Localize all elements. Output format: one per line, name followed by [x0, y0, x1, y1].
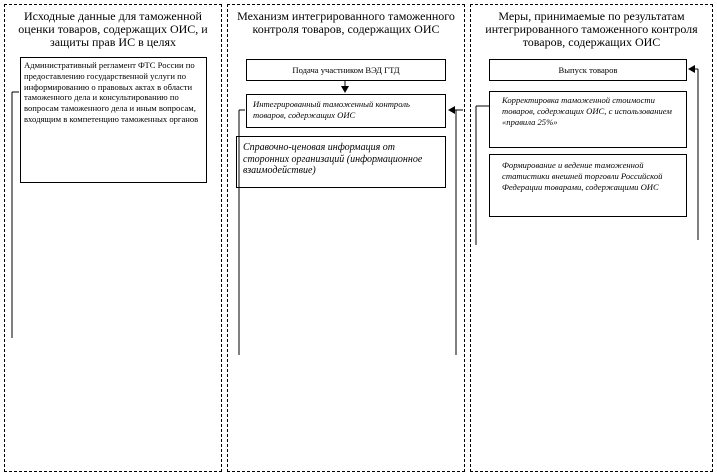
column-title-control-mechanism: Механизм интегрированного таможенного ко… — [237, 9, 455, 36]
box-release-of-goods-text: Выпуск товаров — [558, 65, 618, 75]
box-declaration-submission-text: Подача участником ВЭД ГТД — [292, 65, 400, 75]
box-integrated-control: Интегрированный таможенный контроль това… — [246, 94, 446, 128]
column-title-source-data: Исходные данные для таможенной оценки то… — [18, 9, 208, 49]
box-trade-statistics-text: Формирование и ведение таможенной статис… — [502, 160, 663, 192]
column-source-data: Исходные данные для таможенной оценки то… — [4, 4, 222, 472]
box-customs-value-adjustment: Корректировка таможенной стоимости товар… — [489, 91, 687, 148]
box-integrated-control-text: Интегрированный таможенный контроль това… — [253, 99, 410, 120]
box-price-reference-info: Справочно-ценовая информация от сторонни… — [236, 136, 446, 188]
column-control-mechanism: Механизм интегрированного таможенного ко… — [227, 4, 465, 472]
column-measures: Меры, принимаемые по результатам интегри… — [470, 4, 713, 472]
box-customs-value-adjustment-text: Корректировка таможенной стоимости товар… — [502, 95, 672, 127]
box-release-of-goods: Выпуск товаров — [489, 59, 687, 81]
box-admin-regulation: Административный регламент ФТС России по… — [20, 57, 207, 183]
box-declaration-submission: Подача участником ВЭД ГТД — [246, 59, 446, 81]
box-trade-statistics: Формирование и ведение таможенной статис… — [489, 154, 687, 217]
column-title-measures: Меры, принимаемые по результатам интегри… — [485, 9, 698, 49]
box-price-reference-info-text: Справочно-ценовая информация от сторонни… — [243, 142, 423, 176]
box-admin-regulation-text: Административный регламент ФТС России по… — [24, 60, 199, 124]
